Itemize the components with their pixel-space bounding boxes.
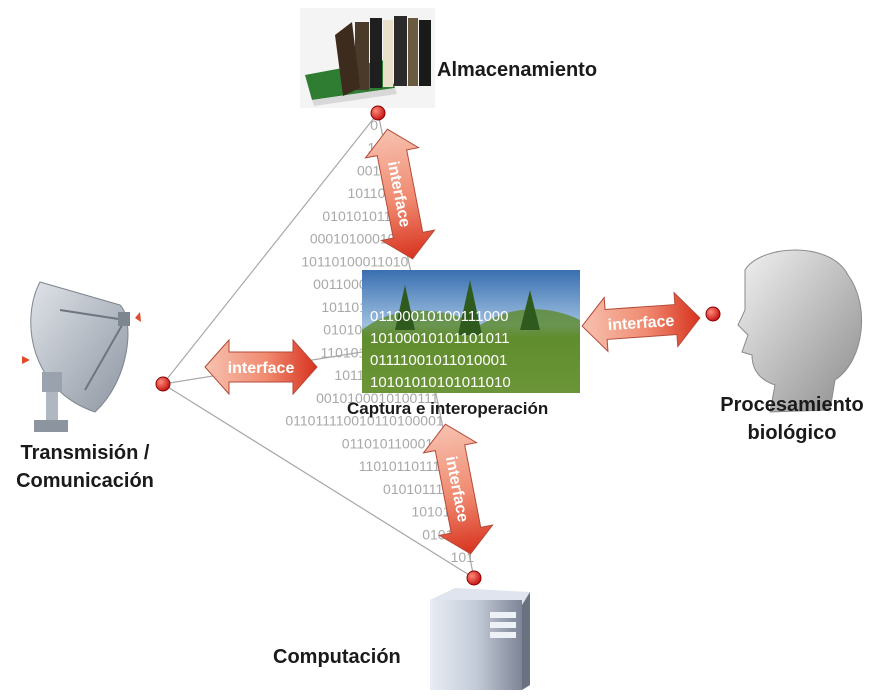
human-head-icon [737,249,863,413]
arrow-transmission: interface [204,338,318,396]
binary-row: 0101010111 [322,208,398,224]
binary-row: 0101011101 [383,481,459,497]
center-binary-row: 01100010100111000 [370,308,508,325]
dot-biological [705,306,721,322]
binary-row: 0 [370,117,378,133]
center-label: Captura e interoperación [347,399,548,418]
center-binary-row: 10100010101101011 [370,330,510,347]
arrow-biological-label: interface [607,313,675,335]
arrow-biological-shape [581,291,701,353]
lblTrans-line: Comunicación [16,470,154,492]
dot-transmission [155,376,171,392]
binary-row: 000101000101 [310,231,404,247]
binary-row: 10110100011010 [301,253,408,269]
dot-storage [370,105,386,121]
center-binary-text: 01100010100111000 10100010101101011 011110… [370,308,511,391]
satellite-dish-icon [22,281,141,432]
arrow-transmission-label: interface [228,360,295,377]
transmission-label: Transmisión / Comunicación [16,442,154,492]
arrow-computation-shape [422,423,494,555]
center-binary-row: 01111001011010001 [370,352,507,369]
lblTrans-line: Transmisión / [21,442,150,464]
connector-dots [155,105,721,586]
binary-row: 011011110010110100001 [285,413,444,429]
binary-row: 101101 [347,185,393,201]
lblBio-line: biológico [748,422,837,444]
binary-row: 0010100010100111 [316,390,439,406]
storage-label: Almacenamiento [437,59,597,81]
arrow-storage-shape [364,128,436,260]
computer-tower-icon [430,588,530,690]
binary-row: 1101011011111 [359,458,454,474]
capture-image: 01100010100111000 10100010101101011 011110… [362,270,580,393]
arrow-biological: interface [581,291,701,353]
arrow-transmission-shape [204,338,318,396]
dot-computation [466,570,482,586]
computation-label: Computación [273,646,401,668]
binary-row: 01101011000101 [342,435,449,451]
center-binary-row: 10101010101011010 [370,374,511,391]
biological-label: Procesamiento biológico [720,394,863,444]
lblBio-line: Procesamiento [720,394,863,416]
books-icon [300,8,435,108]
